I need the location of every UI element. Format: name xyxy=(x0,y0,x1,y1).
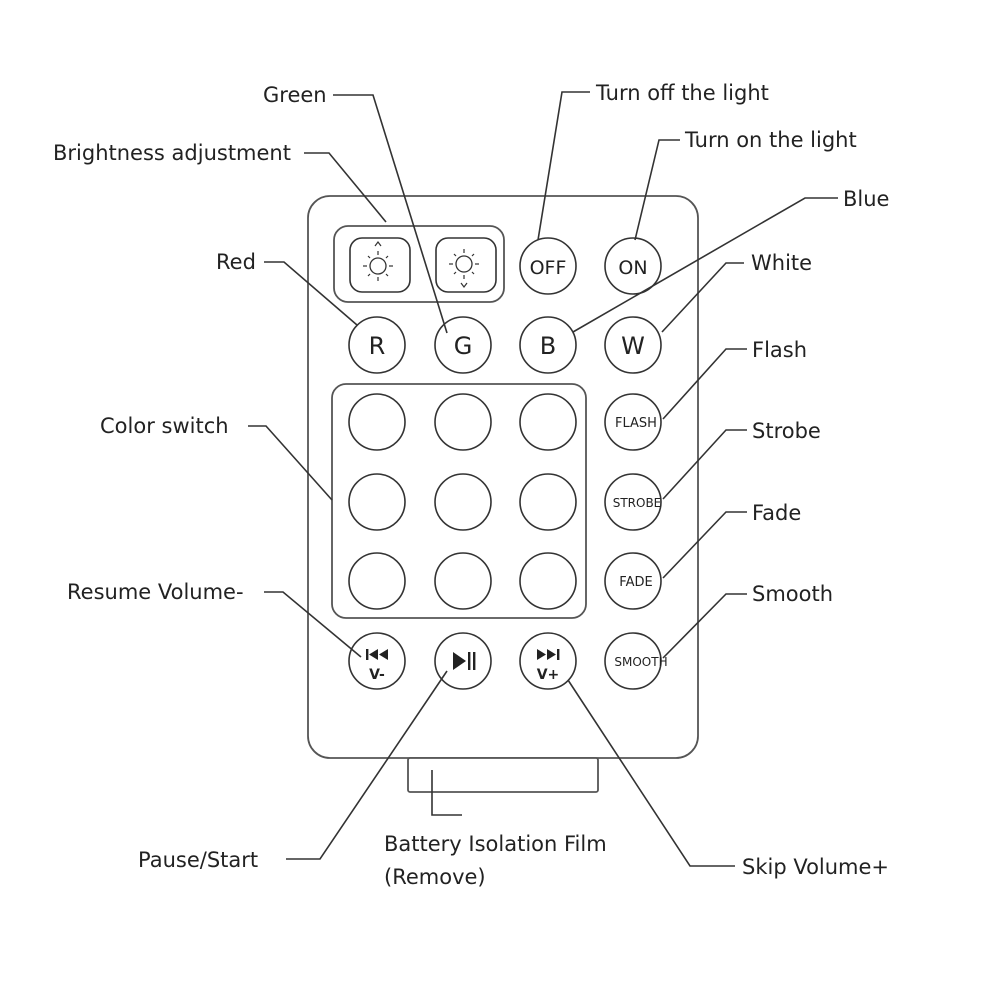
label-pause-start: Pause/Start xyxy=(138,848,258,872)
skip-volume-leader xyxy=(567,679,735,867)
off-button[interactable]: OFF xyxy=(519,237,577,295)
label-resume-volume: Resume Volume- xyxy=(67,580,244,604)
fade-leader xyxy=(662,511,747,579)
brightness-down-button[interactable] xyxy=(435,237,497,293)
off-button-label: OFF xyxy=(530,257,567,279)
color-button[interactable] xyxy=(348,393,406,451)
green-button[interactable]: G xyxy=(434,316,492,374)
color-button[interactable] xyxy=(348,552,406,610)
strobe-button-label: STROBE xyxy=(613,496,662,510)
sun-arrow-down-icon xyxy=(449,249,479,288)
red-button[interactable]: R xyxy=(348,316,406,374)
volume-down-button[interactable]: V- xyxy=(348,632,406,690)
smooth-leader xyxy=(662,593,747,659)
label-battery-line1: Battery Isolation Film xyxy=(384,832,607,856)
callout-labels: Green Turn off the light Turn on the lig… xyxy=(53,81,889,889)
label-fade: Fade xyxy=(752,501,801,525)
label-battery-line2: (Remove) xyxy=(384,865,486,889)
vplus-label: V+ xyxy=(537,667,560,683)
label-color-switch: Color switch xyxy=(100,414,229,438)
color-button[interactable] xyxy=(434,393,492,451)
play-pause-button[interactable] xyxy=(434,632,492,690)
color-button[interactable] xyxy=(434,473,492,531)
color-button[interactable] xyxy=(519,552,577,610)
green-button-label: G xyxy=(454,332,473,360)
label-turn-on: Turn on the light xyxy=(684,128,857,152)
label-skip-volume: Skip Volume+ xyxy=(742,855,889,879)
strobe-button[interactable]: STROBE xyxy=(604,473,662,531)
flash-button[interactable]: FLASH xyxy=(604,393,662,451)
label-turn-off: Turn off the light xyxy=(595,81,769,105)
green-leader xyxy=(333,94,448,334)
white-leader xyxy=(661,262,744,333)
color-button[interactable] xyxy=(519,393,577,451)
label-blue: Blue xyxy=(843,187,889,211)
fade-button-label: FADE xyxy=(619,575,652,590)
color-button[interactable] xyxy=(434,552,492,610)
label-strobe: Strobe xyxy=(752,419,821,443)
color-button[interactable] xyxy=(348,473,406,531)
rewind-icon xyxy=(366,649,388,660)
fade-button[interactable]: FADE xyxy=(604,552,662,610)
smooth-button[interactable]: SMOOTH xyxy=(604,632,668,690)
flash-button-label: FLASH xyxy=(615,416,657,431)
sun-arrow-up-icon xyxy=(363,241,393,281)
color-buttons xyxy=(348,393,577,610)
vminus-label: V- xyxy=(369,667,385,683)
label-red: Red xyxy=(216,250,256,274)
strobe-leader xyxy=(662,429,747,500)
white-button-label: W xyxy=(621,332,645,360)
white-button[interactable]: W xyxy=(604,316,662,374)
pause-start-leader xyxy=(286,670,448,860)
label-white: White xyxy=(751,251,812,275)
leader-lines xyxy=(248,91,838,867)
color-button[interactable] xyxy=(519,473,577,531)
battery-leader xyxy=(431,770,462,816)
label-smooth: Smooth xyxy=(752,582,833,606)
flash-leader xyxy=(662,348,747,420)
smooth-button-label: SMOOTH xyxy=(614,655,667,669)
turn-on-leader xyxy=(634,139,680,241)
battery-tab xyxy=(407,757,599,793)
label-green: Green xyxy=(263,83,327,107)
blue-button[interactable]: B xyxy=(519,316,577,374)
color-switch-leader xyxy=(248,425,333,501)
blue-button-label: B xyxy=(540,332,556,360)
blue-leader xyxy=(572,197,838,333)
red-leader xyxy=(264,261,358,326)
fast-forward-icon xyxy=(537,649,560,660)
play-pause-icon xyxy=(453,652,476,670)
on-button-label: ON xyxy=(618,257,647,279)
turn-off-leader xyxy=(537,91,590,241)
on-button[interactable]: ON xyxy=(604,237,662,295)
red-button-label: R xyxy=(369,332,386,360)
resume-volume-leader xyxy=(264,591,362,658)
label-brightness: Brightness adjustment xyxy=(53,141,291,165)
label-flash: Flash xyxy=(752,338,807,362)
brightness-up-button[interactable] xyxy=(349,237,411,293)
brightness-leader xyxy=(304,152,387,223)
volume-up-button[interactable]: V+ xyxy=(519,632,577,690)
